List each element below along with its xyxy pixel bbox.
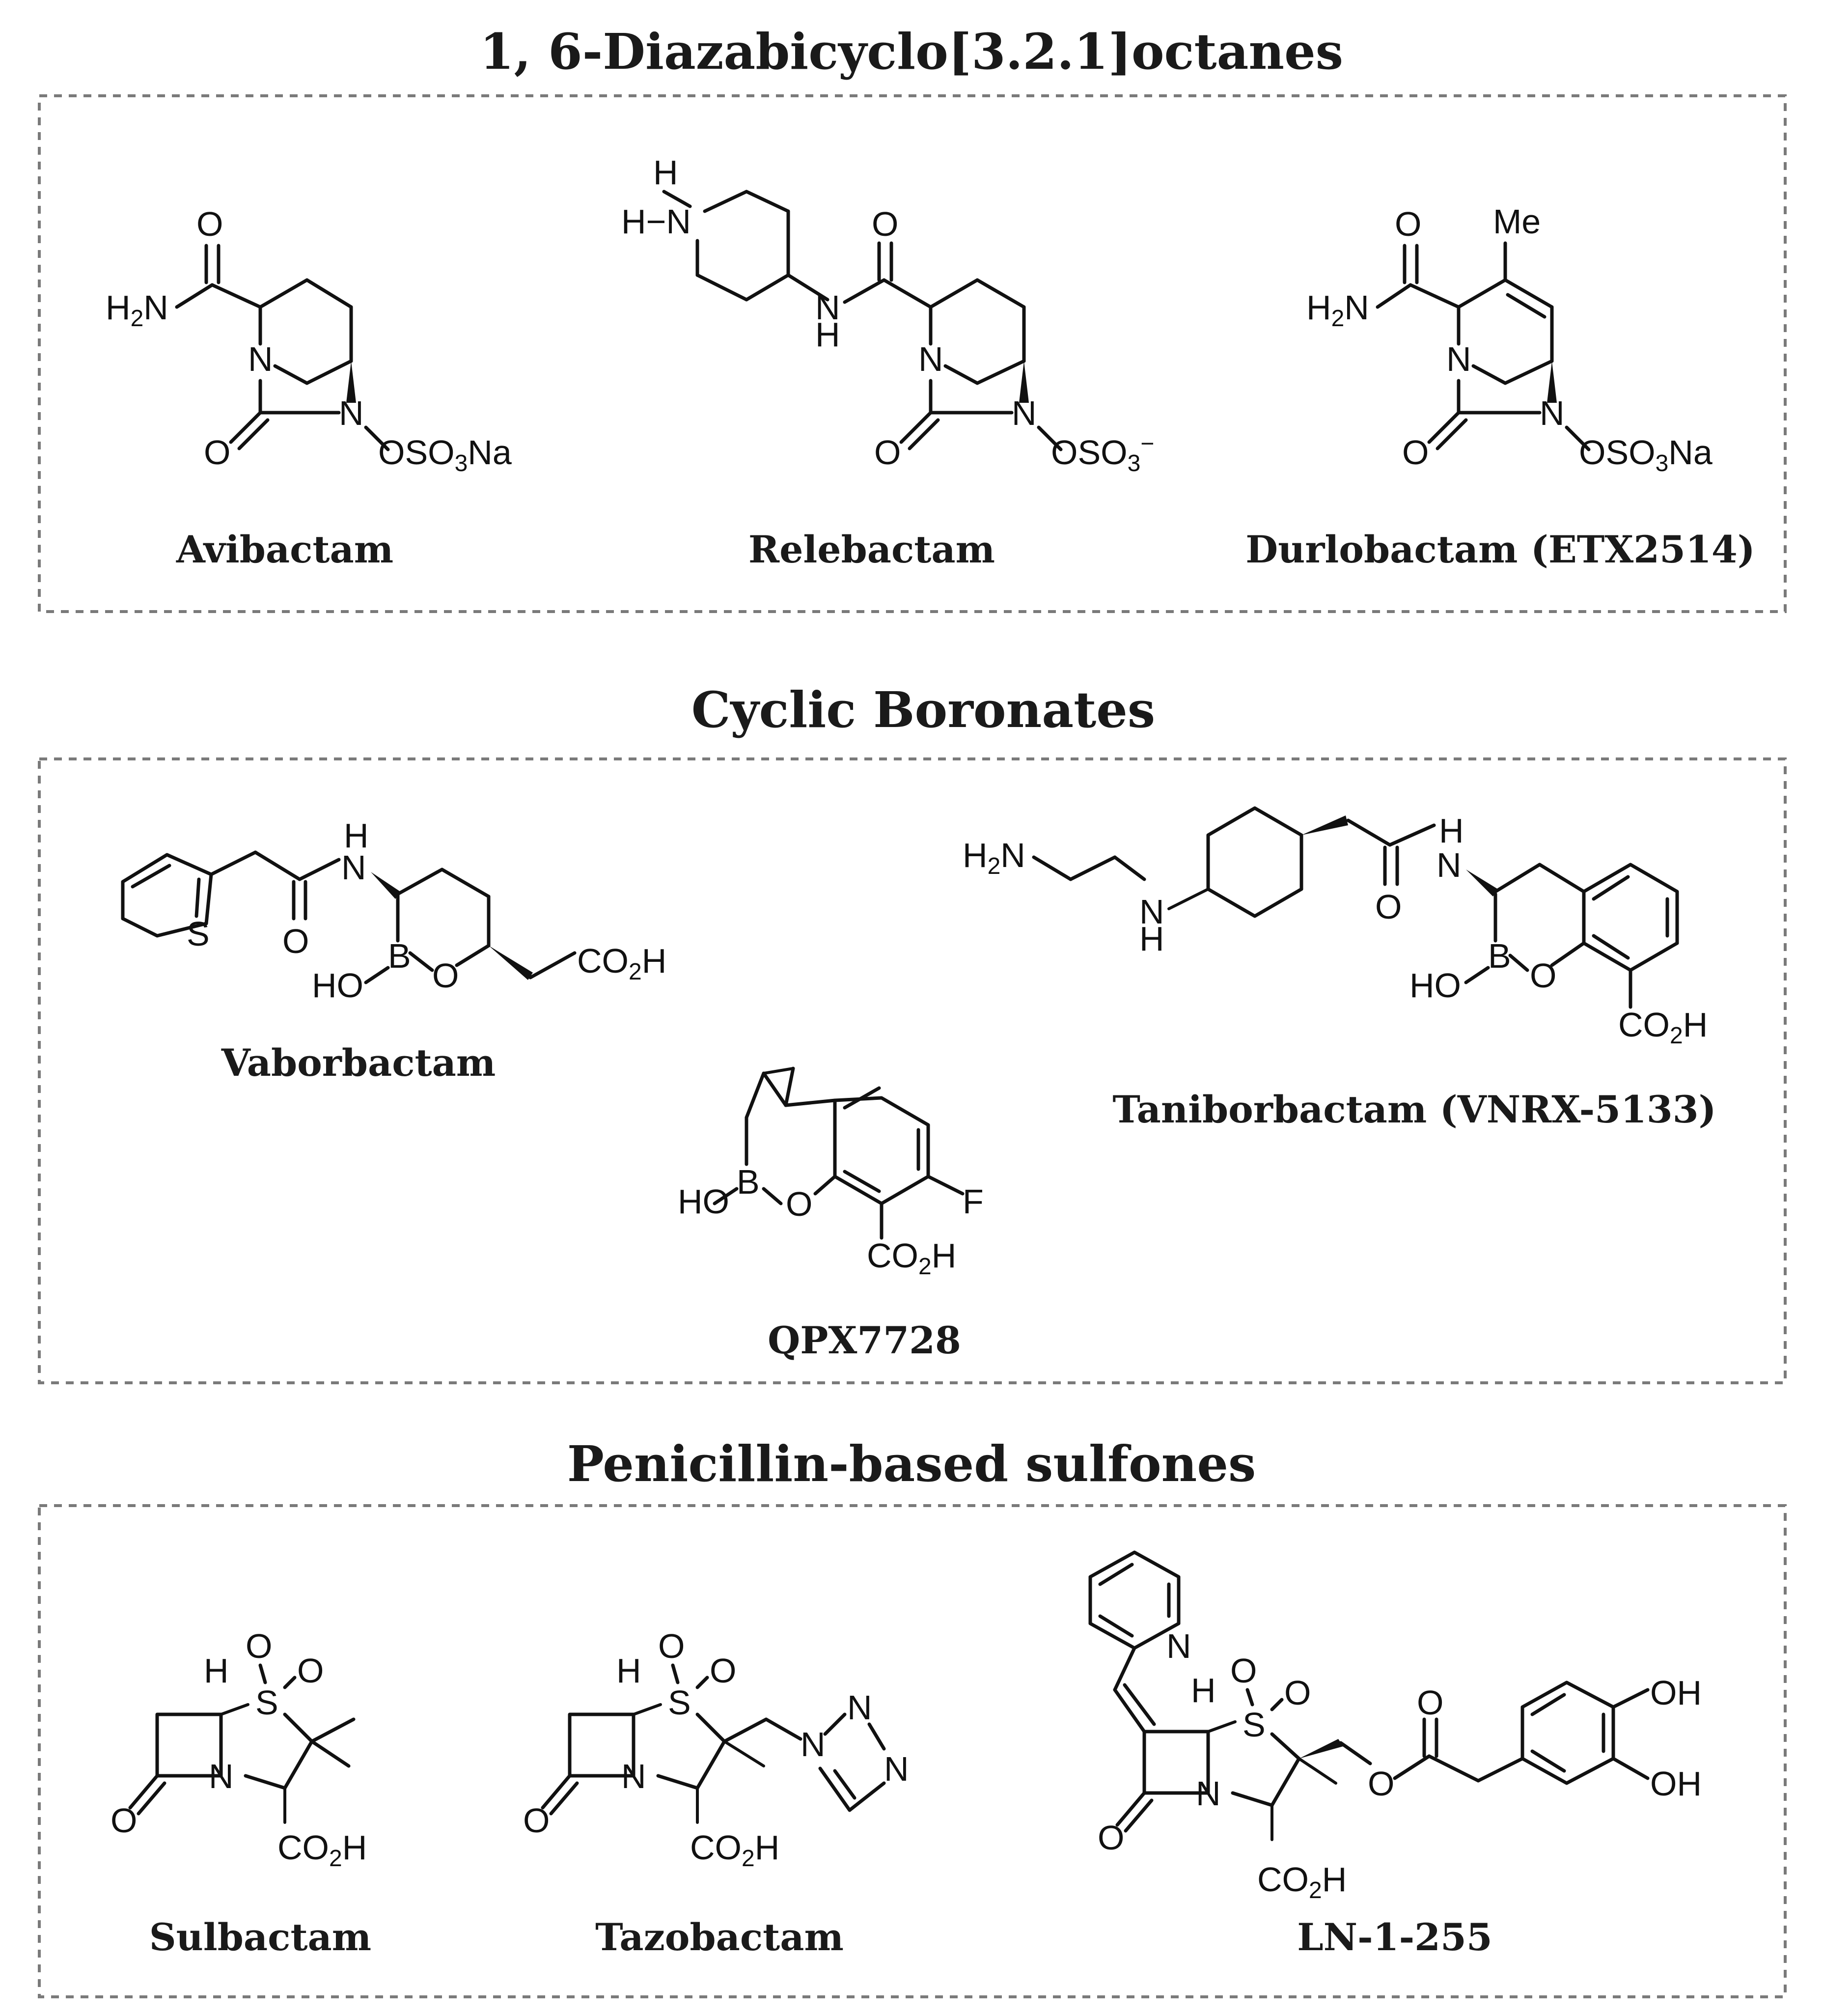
atom-label: O — [1230, 1652, 1257, 1690]
structure-vaborbactam: S O H N O B HO CO2H — [121, 816, 666, 1005]
atom-label: S — [668, 1683, 691, 1722]
section-box-cyclic-boronates — [38, 757, 1787, 1384]
compound-name: Relebactam — [748, 528, 995, 571]
atom-label: O — [1284, 1674, 1311, 1712]
atom-label: B — [1488, 937, 1511, 975]
atom-label: O — [786, 1185, 812, 1223]
atom-label: CO2H — [867, 1236, 956, 1280]
atom-label: H — [815, 315, 840, 354]
atom-label: N — [1436, 846, 1462, 884]
atom-label: O — [872, 205, 898, 243]
atom-label: O — [710, 1652, 736, 1690]
atom-label: H — [616, 1652, 641, 1690]
atom-label: O — [204, 433, 230, 472]
atom-label: OSO3Na — [378, 433, 512, 476]
atom-label: O — [110, 1801, 137, 1840]
atom-label: N — [847, 1688, 872, 1727]
atom-label: O — [1530, 956, 1556, 995]
atom-label: O — [1402, 433, 1429, 472]
atom-label: O — [297, 1652, 324, 1690]
atom-label: Me — [1493, 202, 1541, 241]
atom-label: HO — [678, 1182, 729, 1221]
compound-name: Tazobactam — [595, 1915, 844, 1959]
atom-label: O — [282, 922, 309, 960]
section-title-diazabicyclooctanes: 1, 6-Diazabicyclo[3.2.1]octanes — [480, 23, 1343, 81]
atom-label: N — [815, 288, 840, 327]
atom-label: B — [737, 1163, 760, 1201]
atom-label: H−N — [621, 202, 691, 241]
atom-label: N — [1446, 340, 1471, 378]
atom-label: O — [874, 433, 901, 472]
atom-label: N — [918, 340, 943, 378]
compound-name: Avibactam — [176, 528, 393, 571]
atom-label: CO2H — [577, 942, 666, 985]
atom-label: N — [1166, 1627, 1191, 1665]
structure-durlobactam: O Me H2N N N O OSO3Na — [1306, 202, 1713, 476]
atom-label: N — [248, 340, 273, 378]
atom-label: CO2H — [277, 1828, 367, 1872]
atom-label: H — [1139, 920, 1164, 958]
structure-relebactam: H H−N N H O N N O OSO3− — [621, 153, 1154, 476]
section-title-cyclic-boronates: Cyclic Boronates — [691, 681, 1155, 739]
structure-ln-1-255: N H O O S N O CO2H O O — [1088, 1550, 1702, 1904]
atom-label: S — [1243, 1706, 1266, 1744]
atom-label: H2N — [963, 836, 1025, 879]
atom-label: H — [204, 1652, 229, 1690]
section-box-diazabicyclooctanes — [38, 94, 1787, 613]
atom-label: N — [621, 1757, 646, 1795]
atom-label: N — [1540, 394, 1565, 432]
compound-name: Durlobactam (ETX2514) — [1245, 528, 1755, 571]
atom-label: O — [1375, 888, 1402, 926]
atom-label: O — [1417, 1683, 1443, 1722]
atom-label: O — [1395, 205, 1421, 243]
atom-label: N — [1012, 394, 1037, 432]
atom-label: S — [255, 1683, 278, 1722]
structure-taniborbactam: H2N N H O H N O B HO CO2H — [963, 806, 1708, 1049]
atom-label: CO2H — [1618, 1006, 1708, 1049]
atom-label: O — [196, 205, 223, 243]
atom-label: N — [1196, 1774, 1221, 1813]
atom-label: CO2H — [1257, 1860, 1347, 1904]
atom-label: HO — [312, 966, 363, 1005]
atom-label: OSO3− — [1051, 431, 1154, 476]
atom-label: OH — [1650, 1674, 1702, 1712]
atom-label: O — [432, 956, 459, 995]
atom-label: O — [658, 1627, 685, 1665]
atom-label: HO — [1409, 966, 1461, 1005]
atom-label: H — [1439, 812, 1464, 850]
compound-name: Sulbactam — [149, 1915, 371, 1959]
atom-label: H2N — [106, 288, 168, 332]
atom-label: N — [339, 394, 364, 432]
atom-label: O — [1098, 1819, 1124, 1857]
atom-label: O — [1368, 1764, 1394, 1803]
atom-label: H2N — [1306, 288, 1369, 332]
section-title-penicillin-sulfones: Penicillin-based sulfones — [567, 1435, 1256, 1493]
atom-label: H — [1191, 1671, 1216, 1709]
atom-label: CO2H — [690, 1828, 779, 1872]
structure-avibactam: O H2N N N O OSO3Na — [106, 205, 512, 476]
atom-label: S — [187, 915, 210, 953]
structure-sulbactam: H O O S N O CO2H — [110, 1627, 367, 1872]
atom-label: N — [209, 1757, 234, 1795]
atom-label: H — [344, 816, 369, 855]
atom-label: N — [801, 1725, 826, 1764]
section-box-penicillin-sulfones — [38, 1504, 1787, 1998]
atom-label: N — [884, 1750, 909, 1788]
compound-name: LN-1-255 — [1297, 1915, 1492, 1959]
atom-label: N — [341, 848, 366, 887]
atom-label: H — [653, 153, 678, 192]
compound-name: Taniborbactam (VNRX-5133) — [1112, 1088, 1716, 1131]
atom-label: OH — [1650, 1764, 1702, 1803]
compound-name: QPX7728 — [768, 1318, 961, 1362]
structure-tazobactam: H O O S N O CO2H N N N — [523, 1627, 909, 1872]
atom-label: F — [963, 1182, 984, 1221]
compound-name: Vaborbactam — [221, 1041, 496, 1085]
atom-label: OSO3Na — [1579, 433, 1713, 476]
atom-label: O — [246, 1627, 272, 1665]
atom-label: B — [388, 937, 411, 975]
atom-label: N — [1139, 893, 1164, 931]
structure-qpx7728: B HO O F CO2H — [678, 1066, 984, 1280]
atom-label: O — [523, 1801, 550, 1840]
